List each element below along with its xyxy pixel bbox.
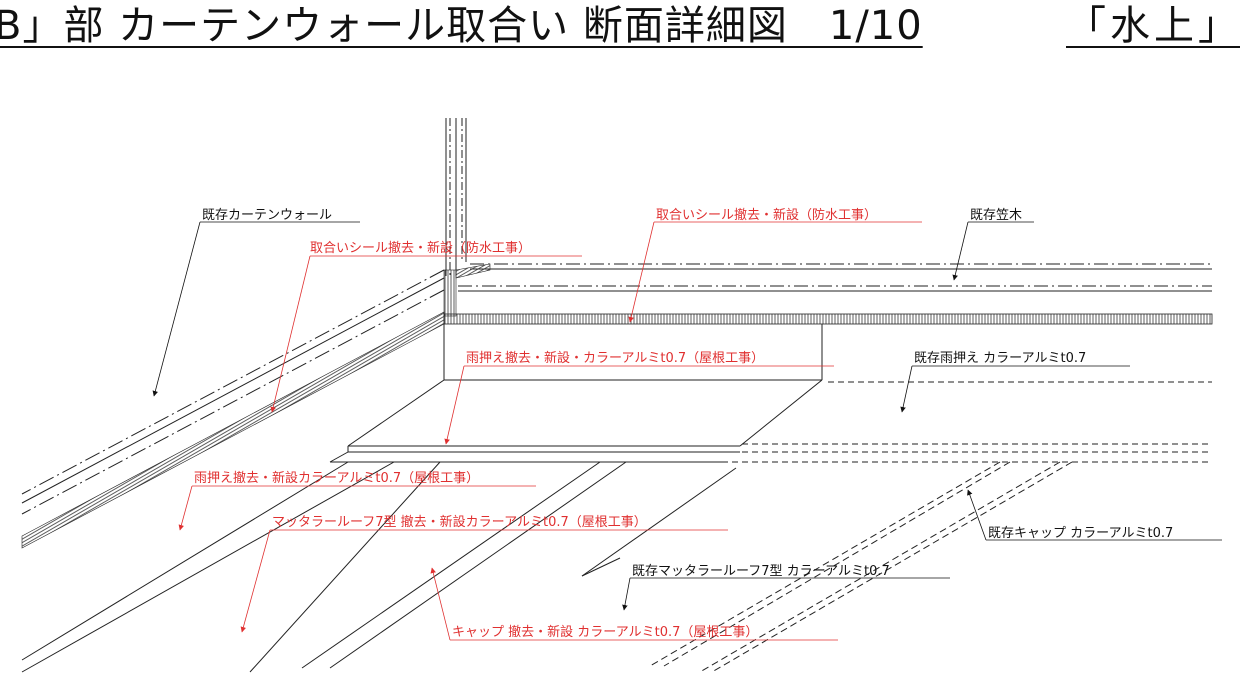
label-existing-flashing: 既存雨押え カラーアルミt0.7 [914, 351, 1086, 366]
seal-band-corner [443, 269, 457, 317]
existing-flashing-lines [732, 381, 1212, 463]
existing-coping-lines [458, 263, 1212, 292]
label-existing-matsuta-roof: 既存マッタラールーフ7型 カラーアルミt0.7 [632, 564, 890, 579]
seal-band-horizontal [443, 313, 1213, 325]
drawing-title-main: B」部 カーテンウォール取合い 断面詳細図 1/10 [0, 3, 923, 49]
annotation-cap-replace: キャップ 撤去・新設 カラーアルミt0.7（屋根工事） [430, 567, 838, 641]
annotation-matsuta-roof-replace: マッタラールーフ7型 撤去・新設カラーアルミt0.7（屋根工事） [240, 514, 728, 633]
curtain-wall-seal-diagonal [21, 311, 445, 549]
annotation-existing-curtain-wall: 既存カーテンウォール [152, 208, 360, 397]
annotation-existing-flashing: 既存雨押え カラーアルミt0.7 [900, 351, 1130, 413]
label-flashing-replace-upper: 雨押え撤去・新設・カラーアルミt0.7（屋根工事） [466, 350, 764, 366]
label-existing-cap: 既存キャップ カラーアルミt0.7 [988, 526, 1173, 541]
roof-diagonals-new [21, 461, 737, 673]
drawing-title-location: 「水上」 [1066, 3, 1240, 49]
annotation-flashing-lower: 雨押え撤去・新設カラーアルミt0.7（屋根工事） [178, 470, 536, 531]
seal-corner-cap [455, 263, 491, 279]
label-matsuta-roof-replace: マッタラールーフ7型 撤去・新設カラーアルミt0.7（屋根工事） [272, 514, 647, 530]
label-seal-replace-left: 取合いシール撤去・新設（防水工事） [310, 240, 531, 256]
label-existing-coping: 既存笠木 [970, 208, 1022, 223]
curtain-wall-mullion [445, 118, 467, 276]
curtain-wall-diagonal [21, 269, 445, 515]
annotation-existing-matsuta-roof: 既存マッタラールーフ7型 カラーアルミt0.7 [622, 564, 950, 611]
flashing-box [329, 324, 823, 463]
annotation-seal-left: 取合いシール撤去・新設（防水工事） [270, 240, 582, 413]
label-seal-replace-right: 取合いシール撤去・新設（防水工事） [656, 207, 877, 223]
roof-diagonals-existing [649, 461, 1073, 673]
annotation-existing-cap: 既存キャップ カラーアルミt0.7 [967, 489, 1222, 541]
label-cap-replace: キャップ 撤去・新設 カラーアルミt0.7（屋根工事） [452, 624, 758, 640]
label-existing-curtain-wall: 既存カーテンウォール [202, 208, 332, 223]
annotation-existing-coping: 既存笠木 [952, 208, 1034, 281]
annotation-flashing-upper: 雨押え撤去・新設・カラーアルミt0.7（屋根工事） [444, 350, 834, 445]
label-flashing-replace-lower: 雨押え撤去・新設カラーアルミt0.7（屋根工事） [194, 470, 479, 486]
annotation-seal-right: 取合いシール撤去・新設（防水工事） [628, 207, 922, 323]
